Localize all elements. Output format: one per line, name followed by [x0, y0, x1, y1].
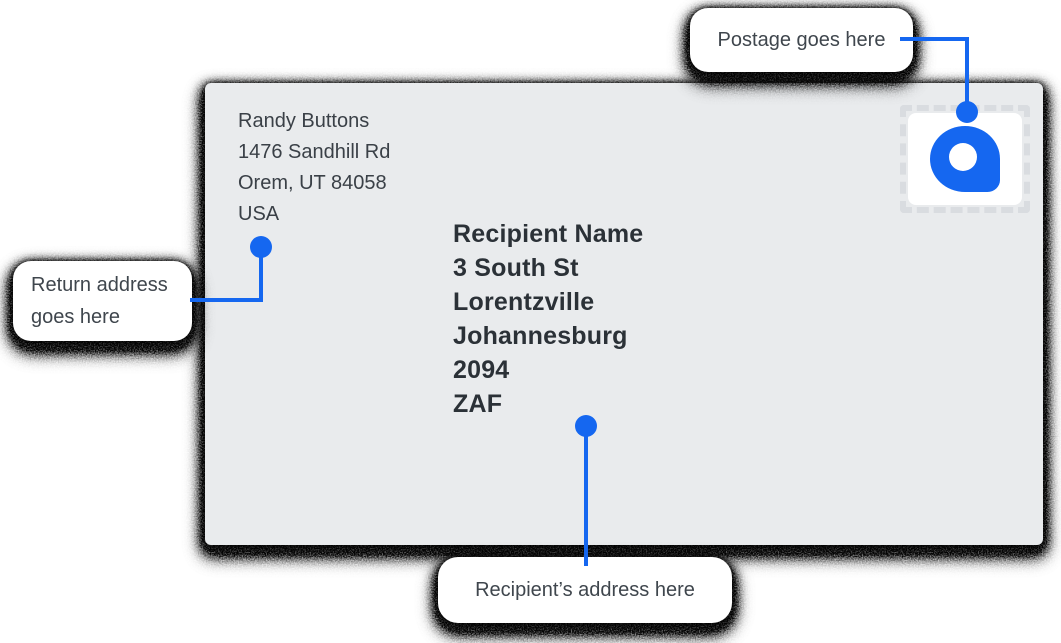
postage-logo-hole — [949, 143, 977, 171]
recipient-address-line: ZAF — [453, 390, 503, 418]
connector-line-return-horizontal — [190, 298, 263, 302]
connector-dot-postage — [956, 101, 978, 123]
connector-line-postage-vertical — [965, 37, 969, 112]
callout-return-address-label: Return address goes here — [31, 274, 168, 328]
callout-postage: Postage goes here — [690, 8, 913, 72]
connector-dot-return — [250, 236, 272, 258]
return-address-block: Randy Buttons 1476 Sandhill Rd Orem, UT … — [238, 106, 390, 230]
recipient-address-block: Recipient Name 3 South St Lorentzville J… — [453, 217, 643, 421]
callout-recipient-address-label: Recipient’s address here — [475, 579, 695, 601]
recipient-address-line: Lorentzville — [453, 288, 595, 316]
postage-logo-icon — [930, 126, 1000, 192]
recipient-address-line: Johannesburg — [453, 322, 628, 350]
callout-recipient-address: Recipient’s address here — [438, 557, 732, 623]
connector-line-postage-horizontal — [900, 37, 969, 41]
return-address-line: 1476 Sandhill Rd — [238, 141, 391, 163]
postage-stamp — [900, 105, 1030, 213]
return-address-line: Randy Buttons — [238, 110, 370, 132]
connector-dot-recipient — [575, 415, 597, 437]
return-address-line: USA — [238, 203, 280, 225]
recipient-address-line: 3 South St — [453, 254, 579, 282]
recipient-address-line: Recipient Name — [453, 220, 644, 248]
callout-postage-label: Postage goes here — [717, 29, 886, 51]
connector-line-return-vertical — [259, 247, 263, 302]
recipient-address-line: 2094 — [453, 356, 510, 384]
connector-line-recipient-vertical — [584, 426, 588, 566]
callout-return-address: Return address goes here — [13, 261, 192, 341]
return-address-line: Orem, UT 84058 — [238, 172, 387, 194]
envelope: Randy Buttons 1476 Sandhill Rd Orem, UT … — [205, 83, 1043, 545]
stamp-paper — [908, 113, 1022, 205]
